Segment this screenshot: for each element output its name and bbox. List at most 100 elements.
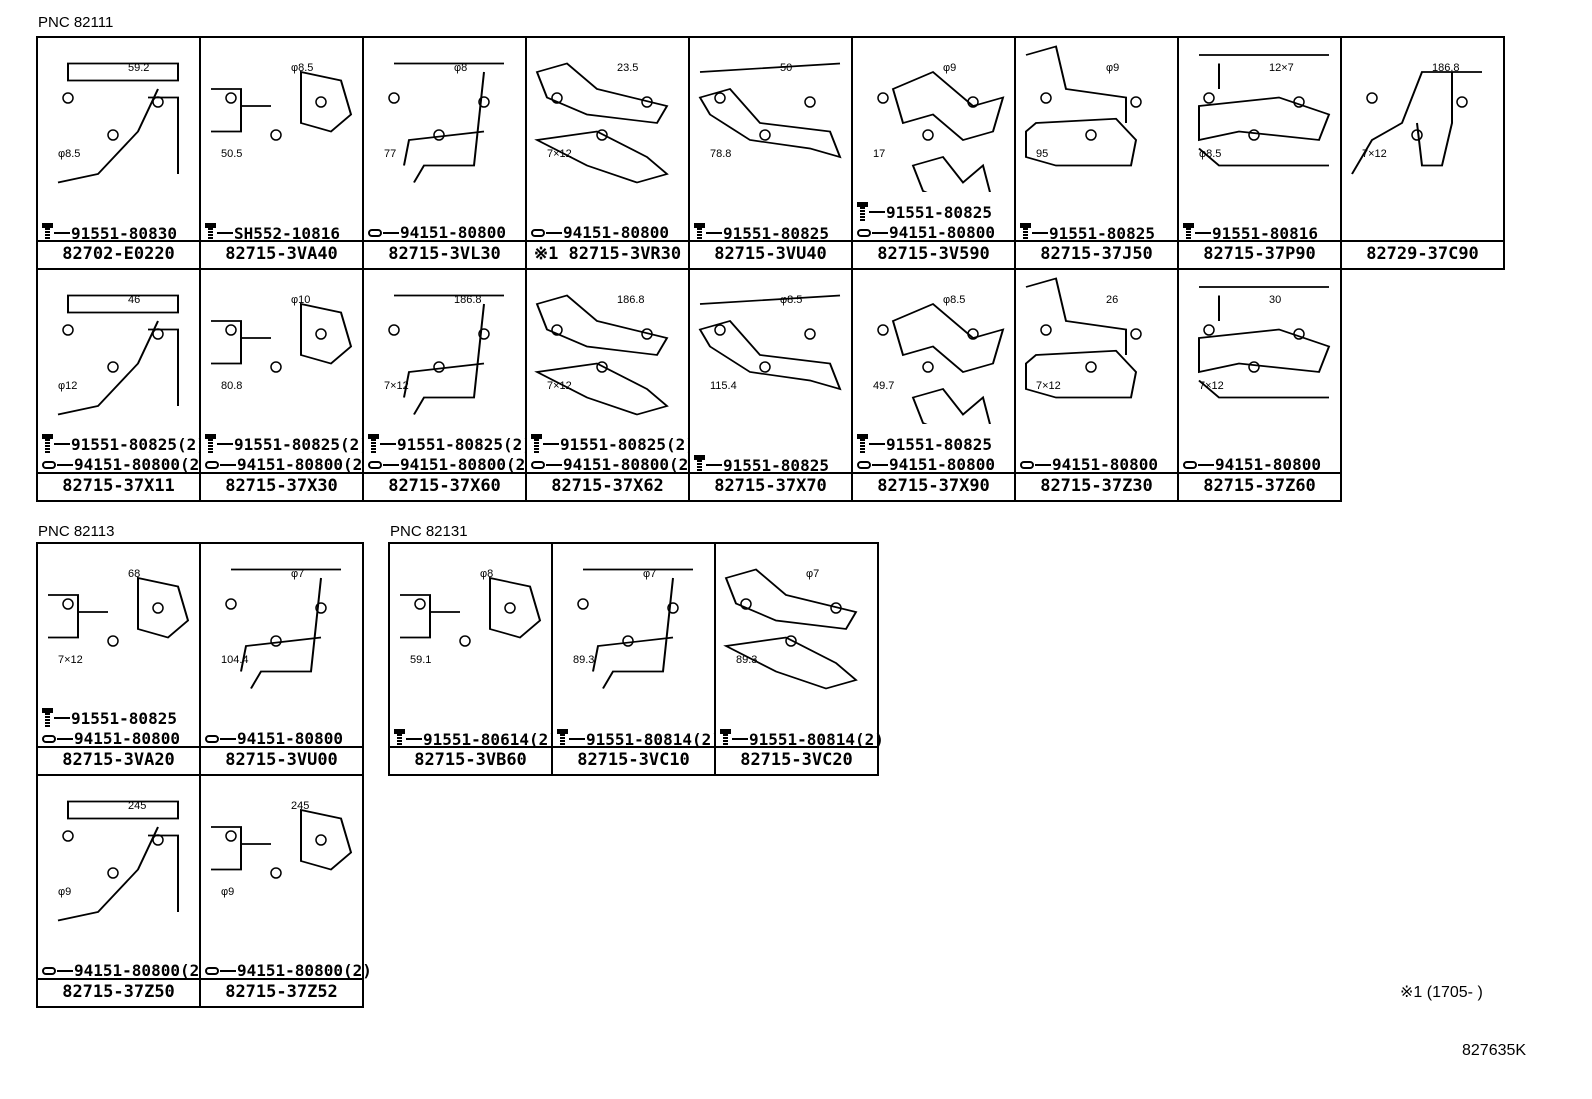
part-number[interactable]: 82729-37C90 (1342, 240, 1503, 268)
part-number[interactable]: 82715-37X90 (853, 472, 1014, 500)
fastener-part-number[interactable]: 91551-80825 (723, 455, 829, 475)
part-number[interactable]: 82715-37P90 (1179, 240, 1340, 268)
fastener-part-number[interactable]: 94151-80800(2) (563, 455, 698, 474)
footnote: ※1 (1705- ) (1400, 984, 1483, 1001)
fastener-part-number[interactable]: 91551-80825(2) (71, 434, 206, 454)
fastener-part-number[interactable]: 94151-80800 (237, 729, 343, 748)
fastener-part-number[interactable]: 91551-80825 (886, 434, 992, 454)
bracket-drawing (388, 294, 504, 415)
fastener-part-number[interactable]: 94151-80800(2) (237, 455, 372, 474)
fastener-line: 94151-80800(2) (531, 455, 698, 474)
fastener-part-number[interactable]: 94151-80800 (400, 223, 506, 242)
fastener-part-number[interactable]: 94151-80800(2) (74, 455, 209, 474)
bracket-drawing (577, 568, 693, 689)
fastener-part-number[interactable]: 94151-80800 (889, 223, 995, 242)
fastener-part-number[interactable]: 91551-80816 (1212, 223, 1318, 243)
fastener-part-number[interactable]: 94151-80800 (1215, 455, 1321, 474)
part-number[interactable]: 82715-3V590 (853, 240, 1014, 268)
fastener-part-number[interactable]: SH552-10816 (234, 223, 340, 243)
fastener-part-number[interactable]: 91551-80825 (1049, 223, 1155, 243)
bracket-drawing (534, 294, 669, 416)
fastener-part-number[interactable]: 94151-80800 (74, 729, 180, 748)
nut-icon (857, 460, 871, 469)
dimension-label: 7×12 (1036, 380, 1061, 392)
fastener-part-number[interactable]: 91551-80825(2) (234, 434, 369, 454)
fastener-part-number[interactable]: 91551-80825 (723, 223, 829, 243)
part-number[interactable]: 82715-37X60 (364, 472, 525, 500)
fastener-part-number[interactable]: 94151-80800 (563, 223, 669, 242)
part-number[interactable]: 82715-3VB60 (390, 746, 551, 774)
fastener-line: 91551-80614(2) (394, 729, 558, 749)
fastener-part-number[interactable]: 94151-80800(2) (237, 961, 372, 980)
part-number[interactable]: 82715-3VA20 (38, 746, 199, 774)
leader-line (543, 443, 559, 445)
part-number[interactable]: 82715-37Z30 (1016, 472, 1177, 500)
fastener-part-number[interactable]: 91551-80830 (71, 223, 177, 243)
fastener-part-number[interactable]: 94151-80800(2) (74, 961, 209, 980)
fastener-part-number[interactable]: 91551-80614(2) (423, 729, 558, 749)
part-number[interactable]: 82702-E0220 (38, 240, 199, 268)
fastener-part-number[interactable]: 91551-80814(2) (749, 729, 884, 749)
fastener-line: 94151-80800 (857, 223, 995, 242)
part-number[interactable]: 82715-37X11 (38, 472, 199, 500)
part-number[interactable]: 82715-37Z60 (1179, 472, 1340, 500)
fastener-part-number[interactable]: 91551-80825(2) (560, 434, 695, 454)
part-number[interactable]: 82715-3VU00 (201, 746, 362, 774)
part-number[interactable]: 82715-3VU40 (690, 240, 851, 268)
part-number[interactable]: 82715-37J50 (1016, 240, 1177, 268)
bolt-icon (205, 434, 216, 454)
nut-icon (531, 460, 545, 469)
part-number[interactable]: 82715-37Z50 (38, 978, 199, 1006)
part-number[interactable]: 82715-37X62 (527, 472, 688, 500)
bolt-icon (42, 708, 53, 728)
bolt-icon (1183, 223, 1194, 243)
part-number[interactable]: 82715-37X70 (690, 472, 851, 500)
part-number[interactable]: 82715-37X30 (201, 472, 362, 500)
fastener-part-number[interactable]: 94151-80800 (889, 455, 995, 474)
dimension-label: 186.8 (617, 294, 645, 306)
part-number[interactable]: 82715-3VC20 (716, 746, 877, 774)
fastener-part-number[interactable]: 94151-80800(2) (400, 455, 535, 474)
part-number[interactable]: 82715-37Z52 (201, 978, 362, 1006)
fastener-part-number[interactable]: 91551-80814(2) (586, 729, 721, 749)
fastener-part-number[interactable]: 91551-80825 (886, 202, 992, 222)
fastener-part-number[interactable]: 91551-80825 (71, 708, 177, 728)
fastener-part-number[interactable]: 94151-80800 (1052, 455, 1158, 474)
part-number[interactable]: 82715-3VL30 (364, 240, 525, 268)
fastener-line: 91551-80816 (1183, 223, 1318, 243)
leader-line (706, 464, 722, 466)
fastener-part-number[interactable]: 91551-80825(2) (397, 434, 532, 454)
nut-icon (531, 228, 545, 237)
dimension-label: 104.4 (221, 654, 249, 666)
leader-line (546, 463, 562, 466)
dimension-label: φ8 (454, 62, 468, 74)
bracket-drawing (698, 62, 842, 159)
part-number[interactable]: ※1 82715-3VR30 (527, 240, 688, 268)
part-number[interactable]: 82715-3VA40 (201, 240, 362, 268)
part-number[interactable]: 82715-3VC10 (553, 746, 714, 774)
